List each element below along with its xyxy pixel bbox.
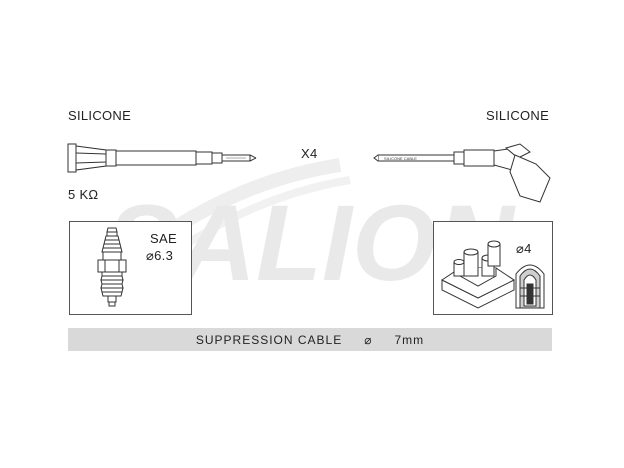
sae-label: SAE bbox=[150, 231, 177, 246]
right-material-label: SILICONE bbox=[486, 108, 550, 123]
coil-boot-section-icon bbox=[515, 264, 545, 309]
resistance-label: 5 KΩ bbox=[68, 187, 99, 202]
quantity-label: X4 bbox=[301, 146, 318, 161]
spark-plug-terminal-box: SAE ⌀6.3 bbox=[69, 221, 192, 315]
diameter-symbol: ⌀ bbox=[364, 332, 373, 347]
plug-boot-straight-drawing bbox=[67, 143, 257, 173]
coil-diameter-label: ⌀4 bbox=[516, 241, 532, 256]
cable-spec-bar: SUPPRESSION CABLE ⌀ 7mm bbox=[68, 328, 552, 351]
cable-print-text: SILICONE CABLE bbox=[384, 156, 417, 161]
spark-plug-icon bbox=[97, 227, 127, 307]
coil-boot-angled-drawing: SILICONE CABLE bbox=[373, 143, 551, 203]
sae-diameter-label: ⌀6.3 bbox=[146, 248, 174, 263]
cable-type-label: SUPPRESSION CABLE bbox=[195, 332, 343, 347]
ignition-coil-icon bbox=[441, 240, 515, 309]
diameter-value: 7mm bbox=[394, 332, 425, 347]
coil-terminal-box: ⌀4 bbox=[433, 221, 553, 315]
left-material-label: SILICONE bbox=[68, 108, 132, 123]
